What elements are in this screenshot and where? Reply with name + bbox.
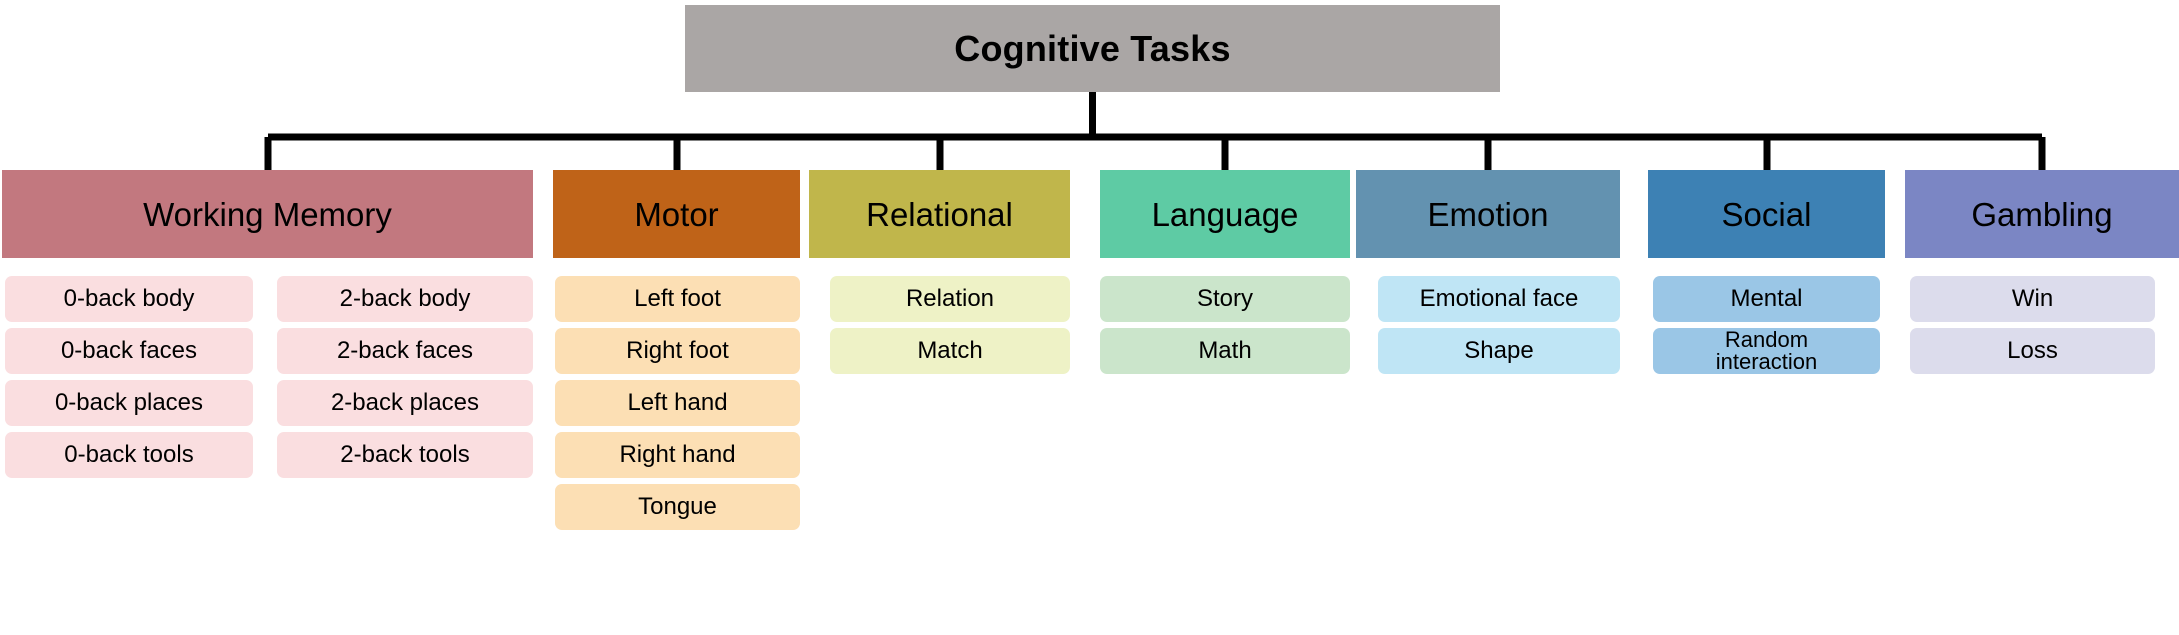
subtask-item-label: Left foot — [634, 284, 721, 312]
subtask-item-right-foot[interactable]: Right foot — [555, 328, 800, 374]
category-header-label: Working Memory — [143, 195, 392, 233]
category-header-relational[interactable]: Relational — [809, 170, 1070, 258]
subtask-item-label: Math — [1198, 336, 1252, 364]
root-node-label: Cognitive Tasks — [954, 27, 1231, 69]
subtask-item-0-back-faces[interactable]: 0-back faces — [5, 328, 253, 374]
category-header-label: Gambling — [1971, 195, 2113, 233]
subtask-item-label: Tongue — [638, 492, 717, 520]
category-header-working-memory[interactable]: Working Memory — [2, 170, 533, 258]
subtask-item-0-back-tools[interactable]: 0-back tools — [5, 432, 253, 478]
subtask-item-mental[interactable]: Mental — [1653, 276, 1880, 322]
subtask-item-label: 2-back body — [339, 284, 471, 312]
category-header-label: Language — [1151, 195, 1299, 233]
category-header-label: Social — [1721, 195, 1812, 233]
subtask-item-right-hand[interactable]: Right hand — [555, 432, 800, 478]
subtask-item-label: 0-back tools — [64, 440, 194, 468]
subtask-item-2-back-places[interactable]: 2-back places — [277, 380, 533, 426]
subtask-item-tongue[interactable]: Tongue — [555, 484, 800, 530]
subtask-item-2-back-faces[interactable]: 2-back faces — [277, 328, 533, 374]
subtask-item-left-hand[interactable]: Left hand — [555, 380, 800, 426]
subtask-item-label: Right hand — [619, 440, 736, 468]
subtask-item-shape[interactable]: Shape — [1378, 328, 1620, 374]
subtask-item-left-foot[interactable]: Left foot — [555, 276, 800, 322]
subtask-item-label: Mental — [1730, 284, 1803, 312]
subtask-column: 0-back body 0-back faces 0-back places 0-ba… — [5, 276, 253, 478]
subtask-item-label: 0-back places — [54, 388, 204, 416]
category-header-label: Relational — [866, 195, 1013, 233]
subtask-item-label: 2-back places — [330, 388, 480, 416]
subtask-item-label: 2-back faces — [336, 336, 474, 364]
root-node-cognitive-tasks: Cognitive Tasks — [685, 5, 1500, 92]
subtask-item-match[interactable]: Match — [830, 328, 1070, 374]
subtask-item-label: Random interaction — [1715, 327, 1818, 374]
subtask-item-label: Shape — [1464, 336, 1534, 364]
subtask-item-label: Relation — [905, 284, 995, 312]
category-header-motor[interactable]: Motor — [553, 170, 800, 258]
subtask-item-label: 0-back body — [63, 284, 195, 312]
category-header-language[interactable]: Language — [1100, 170, 1350, 258]
subtask-item-label: Win — [2011, 284, 2054, 312]
subtask-item-label: Emotional face — [1419, 284, 1579, 312]
subtask-item-label: Left hand — [627, 388, 728, 416]
subtask-item-label: Loss — [2007, 336, 2058, 364]
category-header-gambling[interactable]: Gambling — [1905, 170, 2179, 258]
subtask-item-emotional-face[interactable]: Emotional face — [1378, 276, 1620, 322]
subtask-item-story[interactable]: Story — [1100, 276, 1350, 322]
subtask-item-2-back-tools[interactable]: 2-back tools — [277, 432, 533, 478]
subtask-item-math[interactable]: Math — [1100, 328, 1350, 374]
subtask-item-random-interaction[interactable]: Random interaction — [1653, 328, 1880, 374]
subtask-column: 2-back body 2-back faces 2-back places 2-ba… — [277, 276, 533, 478]
subtask-item-label: 2-back tools — [340, 440, 470, 468]
subtask-item-0-back-body[interactable]: 0-back body — [5, 276, 253, 322]
category-header-label: Emotion — [1427, 195, 1549, 233]
subtask-item-label: Match — [917, 336, 983, 364]
category-header-label: Motor — [634, 195, 719, 233]
subtask-item-relation[interactable]: Relation — [830, 276, 1070, 322]
subtask-item-label: Story — [1196, 284, 1253, 312]
subtask-item-2-back-body[interactable]: 2-back body — [277, 276, 533, 322]
subtask-item-label: 0-back faces — [60, 336, 198, 364]
subtask-item-label: Right foot — [626, 336, 729, 364]
category-header-emotion[interactable]: Emotion — [1356, 170, 1620, 258]
subtask-item-loss[interactable]: Loss — [1910, 328, 2155, 374]
subtask-group-working-memory: 0-back body 0-back faces 0-back places 0-ba… — [5, 276, 533, 478]
subtask-item-win[interactable]: Win — [1910, 276, 2155, 322]
subtask-item-0-back-places[interactable]: 0-back places — [5, 380, 253, 426]
category-header-social[interactable]: Social — [1648, 170, 1885, 258]
